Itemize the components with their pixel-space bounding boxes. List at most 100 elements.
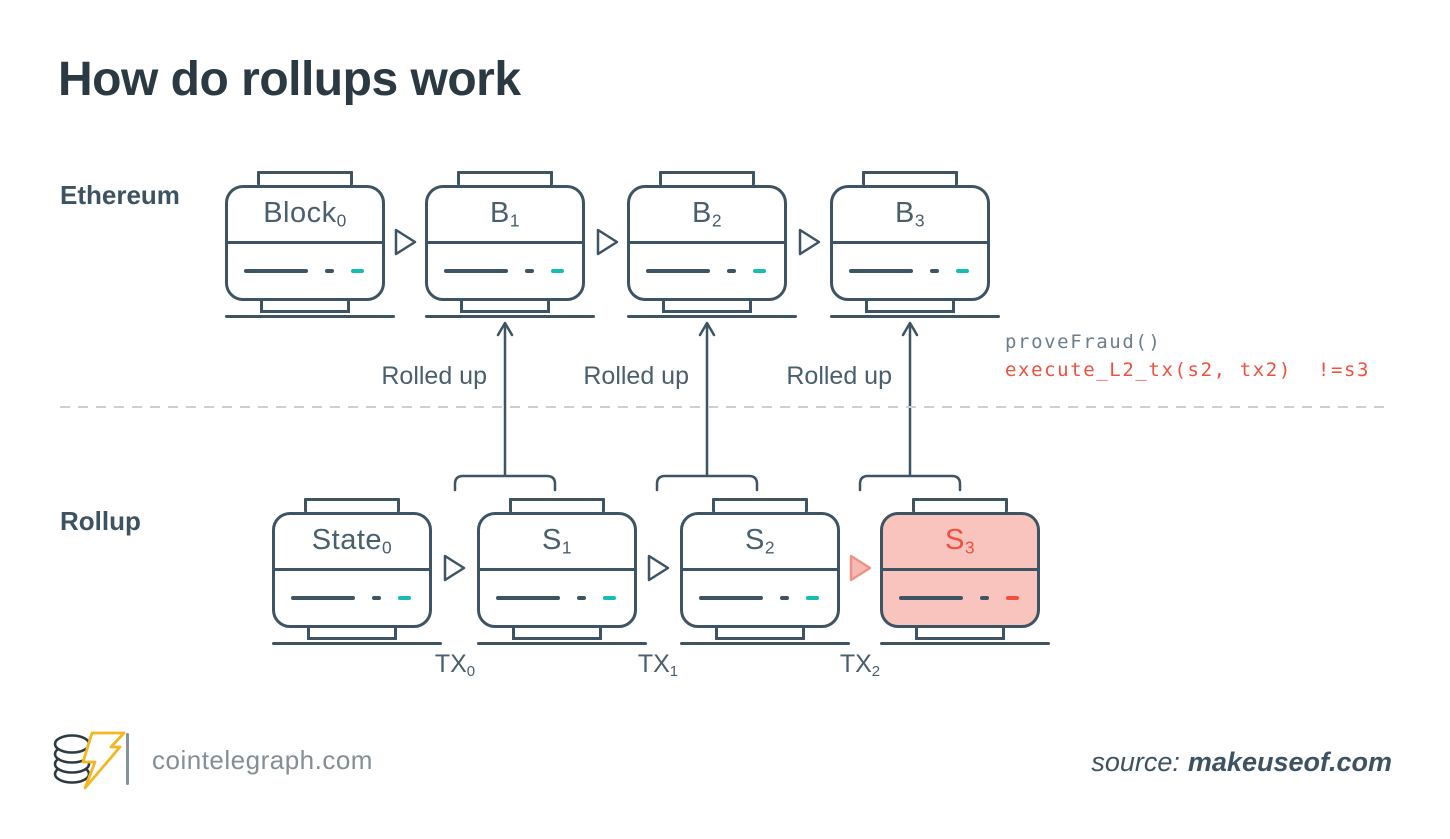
data-dash bbox=[980, 596, 989, 600]
block-ground-line bbox=[880, 642, 1050, 645]
block-pedestal bbox=[915, 628, 1005, 640]
data-dash-accent bbox=[753, 269, 766, 273]
block-data-row bbox=[428, 244, 582, 298]
block-cap: S2 bbox=[683, 515, 837, 571]
rollup-block-2: S2 bbox=[680, 498, 850, 645]
data-dash bbox=[646, 269, 710, 273]
block-handle bbox=[912, 498, 1008, 512]
rollup-block-3-fraud: S3 bbox=[880, 498, 1050, 645]
layer-divider-dashed-line bbox=[60, 406, 1391, 408]
block-pedestal bbox=[715, 628, 805, 640]
data-dash bbox=[244, 269, 308, 273]
block-cap: Block0 bbox=[228, 188, 382, 244]
block-body: S2 bbox=[680, 512, 840, 628]
rolled-up-label: Rolled up bbox=[583, 362, 689, 390]
tx-label-sub: 1 bbox=[669, 662, 679, 680]
block-data-row bbox=[833, 244, 987, 298]
block-data-row bbox=[275, 571, 429, 625]
block-data-row bbox=[883, 571, 1037, 625]
block-label-base: S bbox=[541, 524, 562, 557]
ethereum-block-1: B1 bbox=[425, 171, 595, 318]
block-label-base: B bbox=[489, 197, 510, 230]
block-label-sub: 0 bbox=[382, 537, 393, 558]
source-label: source: bbox=[1091, 747, 1180, 777]
tx-label-base: TX bbox=[839, 650, 872, 678]
rollup-arrow-icon bbox=[453, 321, 557, 492]
block-body: B3 bbox=[830, 185, 990, 301]
ethereum-block-2: B2 bbox=[627, 171, 797, 318]
data-dash bbox=[899, 596, 963, 600]
ethereum-block-0: Block0 bbox=[225, 171, 395, 318]
data-dash bbox=[727, 269, 736, 273]
block-pedestal bbox=[865, 301, 955, 313]
block-ground-line bbox=[225, 315, 395, 318]
tx-label-sub: 2 bbox=[871, 662, 881, 680]
block-label-sub: 3 bbox=[964, 537, 975, 558]
block-label-base: State bbox=[311, 524, 383, 557]
footer-divider-line bbox=[126, 733, 129, 785]
block-pedestal bbox=[662, 301, 752, 313]
block-pedestal bbox=[512, 628, 602, 640]
block-data-row bbox=[480, 571, 634, 625]
block-label: S2 bbox=[745, 524, 775, 558]
block-label: B2 bbox=[692, 197, 722, 231]
data-dash bbox=[444, 269, 508, 273]
block-label-base: B bbox=[894, 197, 915, 230]
block-ground-line bbox=[680, 642, 850, 645]
chain-arrow-alert-icon bbox=[849, 554, 872, 582]
data-dash bbox=[577, 596, 586, 600]
block-handle bbox=[659, 171, 755, 185]
data-dash-accent bbox=[806, 596, 819, 600]
block-body: S3 bbox=[880, 512, 1040, 628]
block-cap: B3 bbox=[833, 188, 987, 244]
data-dash-accent bbox=[351, 269, 364, 273]
block-pedestal bbox=[260, 301, 350, 313]
block-handle bbox=[457, 171, 553, 185]
block-label: State0 bbox=[312, 524, 392, 558]
chain-arrow-icon bbox=[443, 554, 466, 582]
footer-source: source:makeuseof.com bbox=[1091, 747, 1392, 778]
data-dash bbox=[930, 269, 939, 273]
rollup-block-1: S1 bbox=[477, 498, 647, 645]
block-label-sub: 2 bbox=[764, 537, 775, 558]
ethereum-row-label: Ethereum bbox=[60, 180, 180, 210]
footer-site-text: cointelegraph.com bbox=[152, 745, 373, 775]
block-data-row bbox=[630, 244, 784, 298]
block-ground-line bbox=[272, 642, 442, 645]
block-cap: S1 bbox=[480, 515, 634, 571]
tx-label-base: TX bbox=[434, 650, 467, 678]
block-handle bbox=[712, 498, 808, 512]
tx-label-1: TX1 bbox=[598, 650, 718, 680]
rolled-up-label: Rolled up bbox=[381, 362, 487, 390]
block-ground-line bbox=[830, 315, 1000, 318]
block-body: State0 bbox=[272, 512, 432, 628]
block-label-sub: 1 bbox=[561, 537, 572, 558]
block-label: B3 bbox=[895, 197, 925, 231]
block-cap: B2 bbox=[630, 188, 784, 244]
chain-arrow-icon bbox=[394, 228, 417, 256]
data-dash bbox=[699, 596, 763, 600]
block-label-sub: 0 bbox=[336, 210, 347, 231]
block-label-sub: 1 bbox=[509, 210, 520, 231]
block-label-base: Block bbox=[263, 197, 337, 230]
tx-label-sub: 0 bbox=[466, 662, 476, 680]
code-prove-fraud: proveFraud() bbox=[1005, 331, 1162, 353]
block-body: S1 bbox=[477, 512, 637, 628]
ethereum-block-3: B3 bbox=[830, 171, 1000, 318]
data-dash-accent bbox=[956, 269, 969, 273]
block-body: B1 bbox=[425, 185, 585, 301]
block-body: B2 bbox=[627, 185, 787, 301]
rollup-arrow-icon bbox=[858, 321, 962, 492]
block-ground-line bbox=[477, 642, 647, 645]
tx-label-2: TX2 bbox=[800, 650, 920, 680]
block-handle bbox=[304, 498, 400, 512]
data-dash-accent bbox=[603, 596, 616, 600]
chain-arrow-icon bbox=[596, 228, 619, 256]
rolled-up-label: Rolled up bbox=[786, 362, 892, 390]
rollup-row-label: Rollup bbox=[60, 506, 141, 536]
block-pedestal bbox=[307, 628, 397, 640]
block-label: B1 bbox=[490, 197, 520, 231]
block-body: Block0 bbox=[225, 185, 385, 301]
data-dash-accent bbox=[551, 269, 564, 273]
